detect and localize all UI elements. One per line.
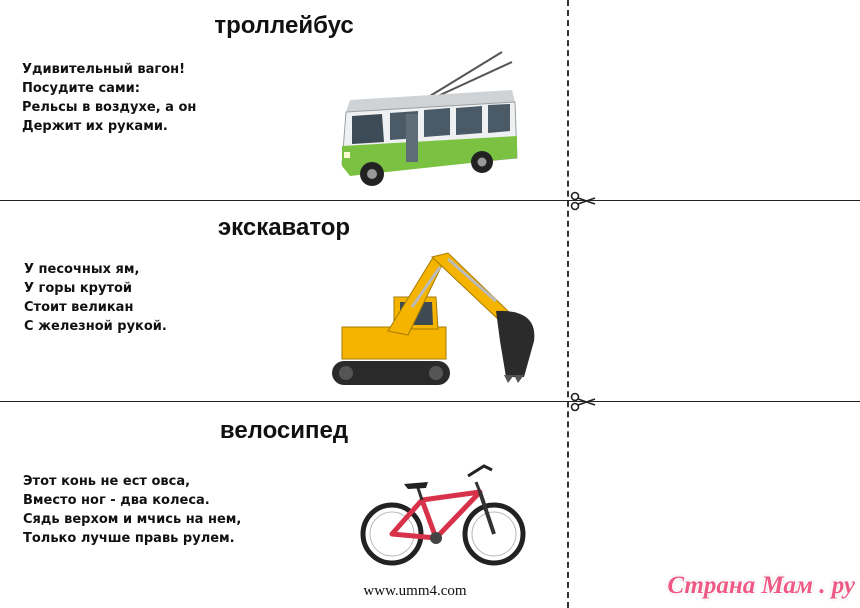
poem-line: Вместо ног - два колеса. [23,493,210,508]
scissors-icon [570,191,596,211]
horizontal-cut-line-2 [0,401,860,402]
riddle-poem: У песочных ям, У горы крутой Стоит велик… [24,260,167,336]
poem-line: Только лучше правь рулем. [23,531,235,546]
poem-line: Удивительный вагон! [22,62,186,77]
poem-line: Рельсы в воздухе, а он [22,100,197,115]
card-title: экскаватор [217,214,351,241]
riddle-poem: Этот конь не ест овса, Вместо ног - два … [23,472,241,548]
poem-line: Этот конь не ест овса, [23,474,191,489]
riddle-card-bicycle: велосипед Этот конь не ест овса, Вместо … [0,402,568,608]
poem-line: Держит их руками. [22,119,168,134]
card-title: троллейбус [214,12,354,39]
poem-line: Сядь верхом и мчись на нем, [23,512,242,527]
poem-line: У песочных ям, [24,262,140,277]
riddle-card-excavator: экскаватор У песочных ям, У горы крутой … [0,201,568,401]
bicycle-icon [360,464,526,566]
website-caption: www.umm4.com [363,583,467,599]
excavator-icon [332,252,535,385]
riddle-card-trolleybus: троллейбус Удивительный вагон! Посудите … [0,0,568,200]
card-title: велосипед [219,417,349,444]
trolleybus-icon [341,51,518,186]
riddle-poem: Удивительный вагон! Посудите сами: Рельс… [22,60,196,136]
poem-line: Стоит великан [24,300,134,315]
poem-line: Посудите сами: [22,81,140,96]
poem-line: С железной рукой. [24,319,167,334]
scissors-icon [570,392,596,412]
brand-watermark: Страна Мам . ру [667,572,855,599]
vertical-cut-line [567,0,569,608]
poem-line: У горы крутой [24,281,133,296]
horizontal-cut-line-1 [0,200,860,201]
